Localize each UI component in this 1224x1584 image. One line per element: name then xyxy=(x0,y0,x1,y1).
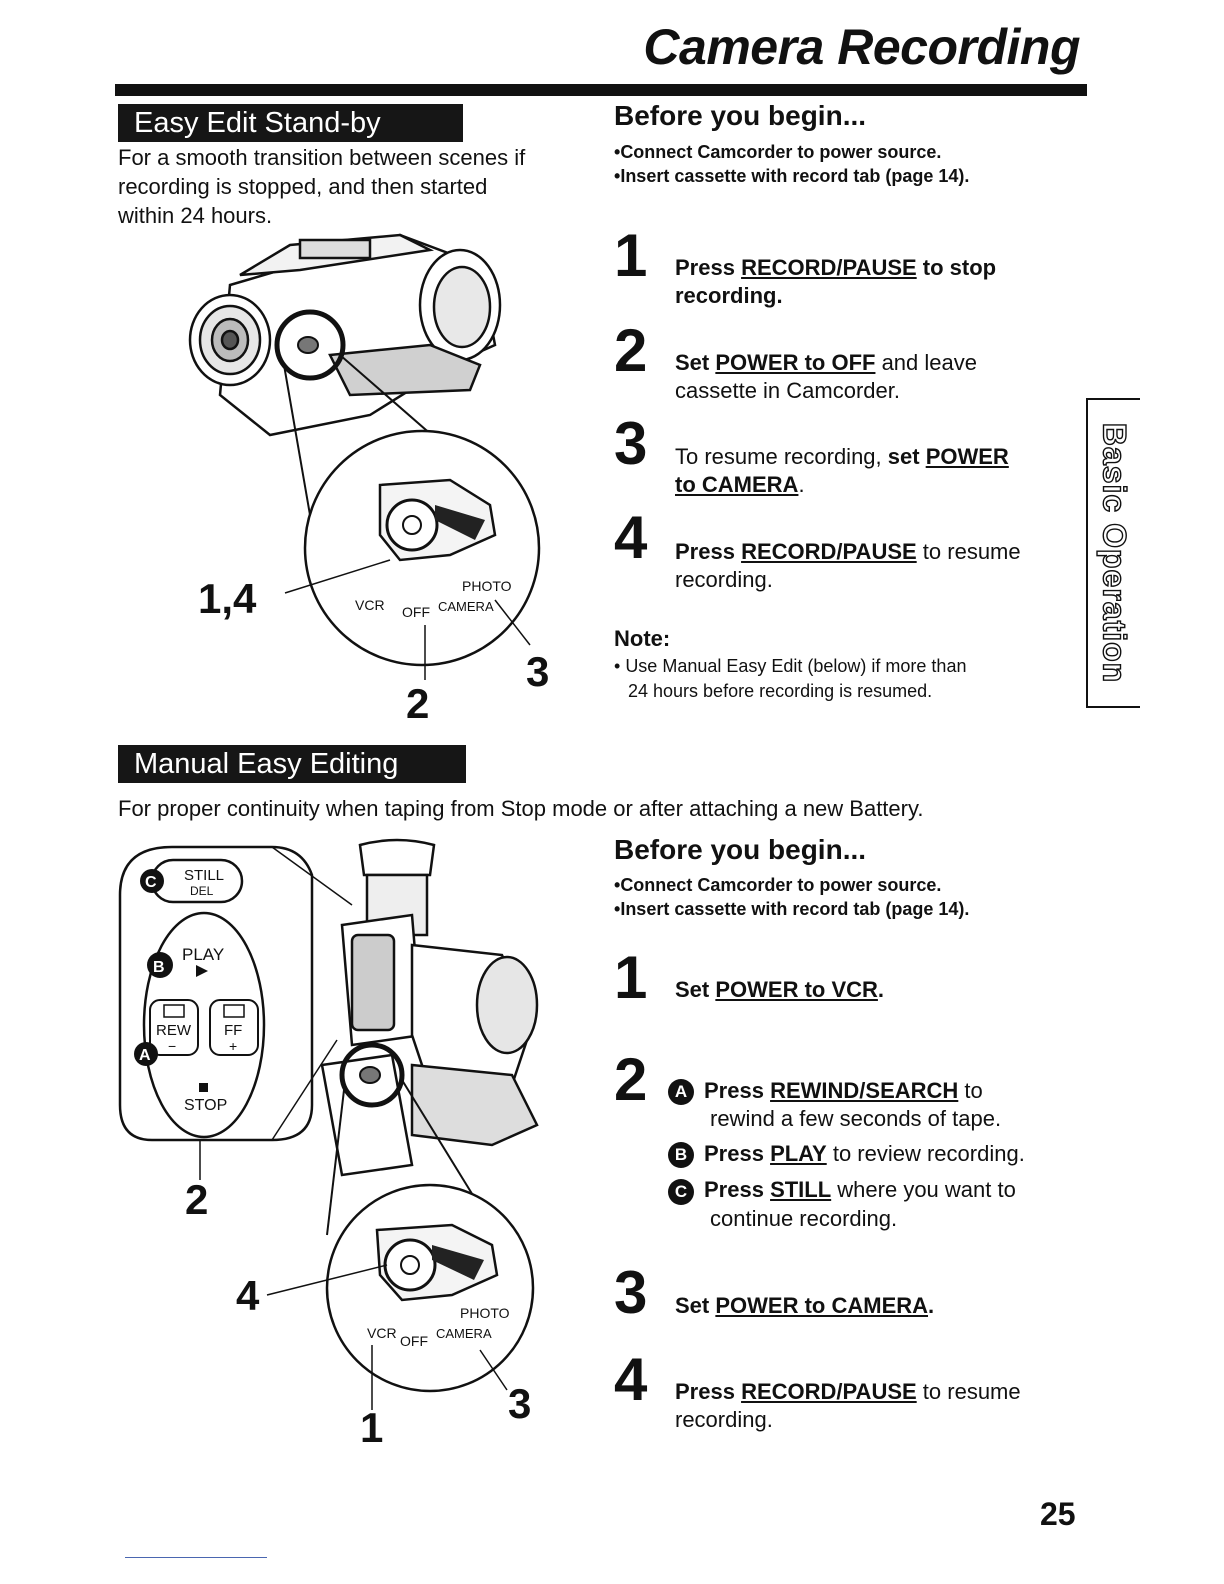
note-title: Note: xyxy=(614,626,671,651)
step-number: 4 xyxy=(614,504,648,571)
callout-step-3: 3 xyxy=(508,1380,532,1427)
callout-step-2: 2 xyxy=(185,1176,209,1223)
side-tab-label: Basic Operation xyxy=(1096,422,1133,684)
callout-step-1: 1 xyxy=(360,1404,384,1451)
note-line: 24 hours before recording is resumed. xyxy=(628,681,933,701)
still-button-label: STILL xyxy=(184,867,224,884)
play-button-label: PLAY xyxy=(182,945,224,964)
footer-line xyxy=(125,1557,267,1558)
note-text: • Use Manual Easy Edit (below) if more t… xyxy=(614,654,1064,704)
intro-line: within 24 hours. xyxy=(118,203,273,228)
side-tab: Basic Operation xyxy=(1086,398,1140,708)
step-text: Set POWER to OFF and leave cassette in C… xyxy=(675,350,977,403)
camcorder-illustration-bottom: STILL DEL C PLAY B REW FF − + A STOP VCR… xyxy=(118,838,539,1410)
page-title: Camera Recording xyxy=(643,19,1080,75)
badge-a: A xyxy=(139,1047,151,1064)
dial-label-camera: CAMERA xyxy=(436,1326,492,1341)
dial-label-camera: CAMERA xyxy=(438,599,494,614)
note-line: • Use Manual Easy Edit (below) if more t… xyxy=(614,656,967,676)
bullet-item: Insert cassette with record tab (page 14… xyxy=(614,897,1054,921)
step-number: 1 xyxy=(614,222,648,289)
title-rule xyxy=(115,84,1087,96)
stop-button-label: STOP xyxy=(184,1097,227,1114)
callout-steps-1-4: 1,4 xyxy=(198,575,257,622)
section-heading-easy-edit: Easy Edit Stand-by xyxy=(118,104,463,142)
page-number: 25 xyxy=(1040,1496,1076,1532)
step-text: Set POWER to CAMERA. xyxy=(675,1293,935,1318)
dial-label-vcr: VCR xyxy=(367,1325,397,1341)
bullet-item: Connect Camcorder to power source. xyxy=(614,140,1054,164)
rew-button-label: REW xyxy=(156,1022,192,1039)
step-text: Set POWER to VCR. xyxy=(675,977,885,1002)
ff-button-label: FF xyxy=(224,1022,242,1039)
manual-edit-bullets: Connect Camcorder to power source. Inser… xyxy=(614,873,1054,921)
step-text: To resume recording, set POWER to CAMERA… xyxy=(675,444,1009,497)
dial-label-photo: PHOTO xyxy=(460,1305,510,1321)
sub-step-a-line2: rewind a few seconds of tape. xyxy=(710,1106,1002,1132)
step-number: 1 xyxy=(614,944,648,1011)
bullet-item: Connect Camcorder to power source. xyxy=(614,873,1054,897)
before-you-begin-title: Before you begin... xyxy=(614,834,867,865)
manual-edit-intro: For proper continuity when taping from S… xyxy=(118,796,924,821)
easy-edit-bullets: Connect Camcorder to power source. Inser… xyxy=(614,140,1054,188)
camcorder-illustration-top: VCR OFF CAMERA PHOTO xyxy=(188,233,541,680)
step-text: Press RECORD/PAUSE to resume recording. xyxy=(675,1379,1021,1432)
callout-step-2: 2 xyxy=(406,680,430,727)
callout-step-4: 4 xyxy=(236,1272,260,1319)
badge-a: A xyxy=(668,1079,694,1106)
step-number: 4 xyxy=(614,1346,648,1413)
dial-label-off: OFF xyxy=(402,604,430,620)
sub-step-c-line2: continue recording. xyxy=(710,1205,898,1231)
badge-b: B xyxy=(668,1142,694,1169)
badge-b: B xyxy=(153,959,165,976)
intro-line: For a smooth transition between scenes i… xyxy=(118,145,526,170)
callout-step-3: 3 xyxy=(526,648,550,695)
step-text: Press RECORD/PAUSE to resume recording. xyxy=(675,539,1021,592)
del-button-label: DEL xyxy=(190,884,214,898)
before-you-begin-title: Before you begin... xyxy=(614,100,867,131)
dial-label-photo: PHOTO xyxy=(462,578,512,594)
dial-label-off: OFF xyxy=(400,1333,428,1349)
intro-line: recording is stopped, and then started xyxy=(118,174,488,199)
step-text: Press RECORD/PAUSE to stop recording. xyxy=(675,255,997,308)
minus-label: − xyxy=(168,1038,176,1054)
badge-c: C xyxy=(145,874,157,891)
step-number: 3 xyxy=(614,410,648,477)
step-number: 2 xyxy=(614,1046,648,1113)
section-heading-manual-edit: Manual Easy Editing xyxy=(118,745,466,783)
plus-label: + xyxy=(229,1038,237,1054)
step-number: 2 xyxy=(614,317,648,384)
easy-edit-intro: For a smooth transition between scenes i… xyxy=(118,143,588,230)
badge-c: C xyxy=(668,1178,694,1205)
bullet-item: Insert cassette with record tab (page 14… xyxy=(614,164,1054,188)
step-number: 3 xyxy=(614,1259,648,1326)
dial-label-vcr: VCR xyxy=(355,597,385,613)
